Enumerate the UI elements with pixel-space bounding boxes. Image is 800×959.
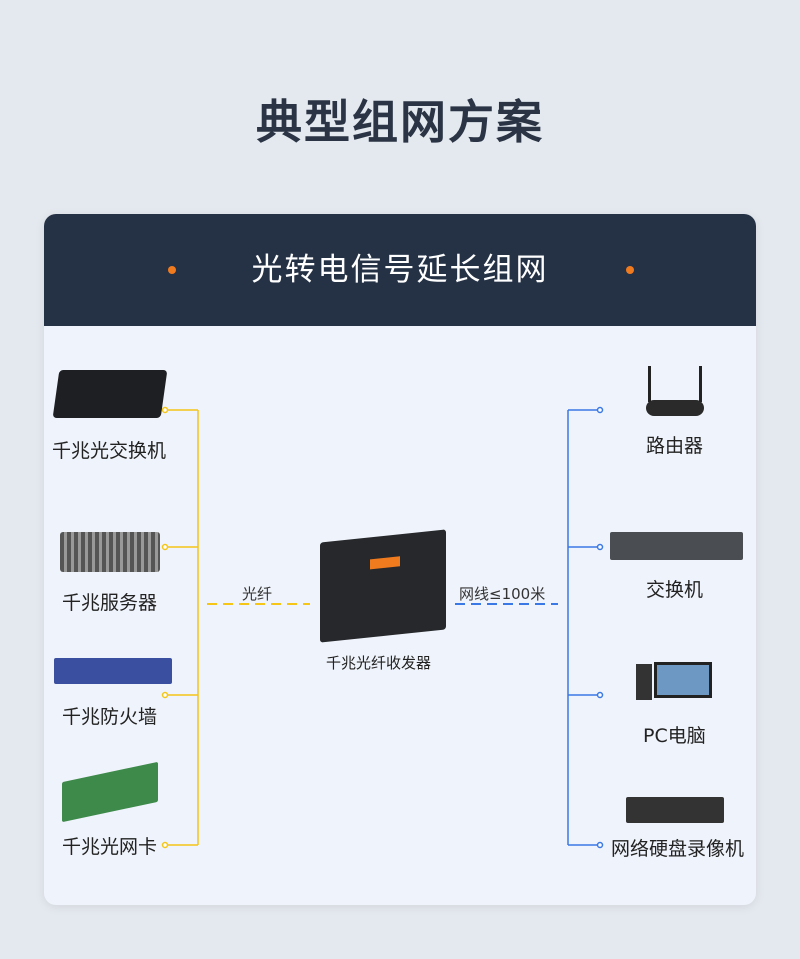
device-label: 千兆服务器 (62, 592, 158, 614)
device-label: 交换机 (646, 579, 704, 601)
device-label: PC电脑 (643, 725, 706, 747)
media-converter-icon (320, 529, 446, 643)
fiber-label: 光纤 (242, 585, 273, 603)
dot-left (168, 266, 176, 274)
page-title: 典型组网方案 (256, 95, 544, 149)
firewall-icon (54, 658, 172, 684)
dot-right (626, 266, 634, 274)
router-antennas (648, 366, 702, 402)
brand-logo (370, 556, 400, 570)
card-header: 光转电信号延长组网 (44, 214, 756, 326)
monitor-icon (654, 662, 712, 698)
device-label: 千兆光交换机 (52, 440, 167, 462)
device-label: 路由器 (646, 435, 704, 457)
router-icon (646, 400, 704, 416)
server-icon (60, 532, 160, 572)
scenario-title: 光转电信号延长组网 (251, 252, 549, 288)
switch-rack-icon (610, 532, 743, 560)
center-device-label: 千兆光纤收发器 (326, 654, 432, 672)
device-label: 千兆防火墙 (62, 706, 158, 728)
pc-tower-icon (636, 664, 652, 700)
cable-label: 网线≤100米 (459, 585, 546, 603)
switch-icon (52, 370, 168, 418)
nvr-icon (626, 797, 724, 823)
device-label: 网络硬盘录像机 (611, 838, 745, 860)
device-label: 千兆光网卡 (62, 836, 158, 858)
